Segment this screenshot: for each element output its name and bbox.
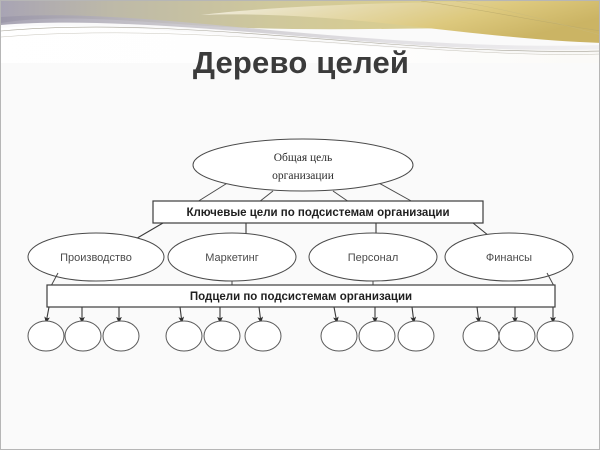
subgoals-bar[interactable]: Подцели по подсистемам организации <box>46 284 556 308</box>
leaf-node[interactable] <box>244 320 282 352</box>
key-goals-bar-label: Ключевые цели по подсистемам организации <box>186 207 449 219</box>
root-to-bar-connectors <box>196 181 414 203</box>
root-label-line2: организации <box>272 170 334 182</box>
leaf-node[interactable] <box>358 320 396 352</box>
leaf-node[interactable] <box>397 320 435 352</box>
leaf-node[interactable] <box>64 320 102 352</box>
leaf-node[interactable] <box>102 320 140 352</box>
branch-label-marketing: Маркетинг <box>205 252 258 264</box>
leaf-node[interactable] <box>498 320 536 352</box>
leaf-node[interactable] <box>27 320 65 352</box>
page-title: Дерево целей <box>192 45 410 80</box>
leaf-nodes <box>27 320 574 352</box>
leaf-node[interactable] <box>462 320 500 352</box>
bar-to-branch-arrows <box>126 222 500 245</box>
leaf-node[interactable] <box>320 320 358 352</box>
branch-node-production[interactable]: Производство <box>27 232 165 282</box>
branch-node-finance[interactable]: Финансы <box>444 232 574 282</box>
root-node[interactable]: Общая цель организации <box>192 138 414 192</box>
leaf-node[interactable] <box>536 320 574 352</box>
branch-label-production: Производство <box>60 252 132 264</box>
leaf-node[interactable] <box>165 320 203 352</box>
root-label-line1: Общая цель <box>274 152 333 164</box>
branch-label-finance: Финансы <box>486 252 532 264</box>
subgoals-bar-label: Подцели по подсистемам организации <box>190 291 412 303</box>
subbar-to-leaf-arrows <box>44 306 556 324</box>
leaf-node[interactable] <box>203 320 241 352</box>
key-goals-bar[interactable]: Ключевые цели по подсистемам организации <box>152 200 484 224</box>
branch-node-marketing[interactable]: Маркетинг <box>167 232 297 282</box>
branch-label-personnel: Персонал <box>348 252 399 264</box>
branch-node-personnel[interactable]: Персонал <box>308 232 438 282</box>
